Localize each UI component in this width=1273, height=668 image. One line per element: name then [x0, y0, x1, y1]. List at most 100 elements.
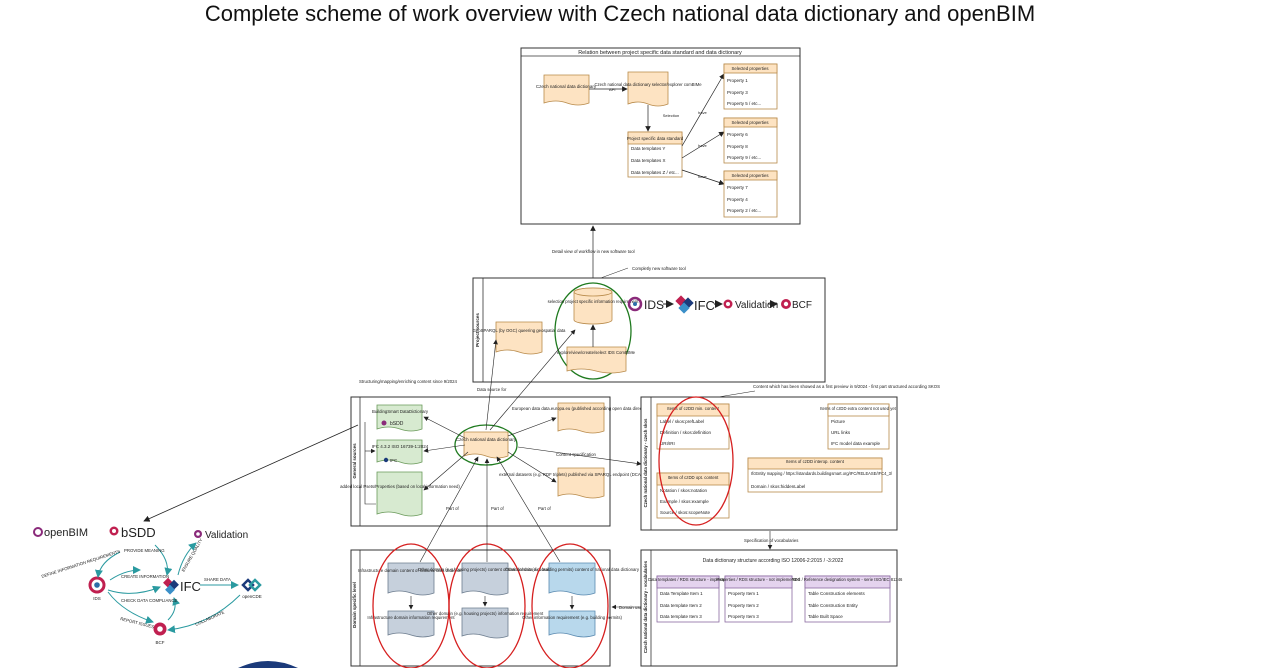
geosparql-label: GeoSPARQL (by OGC) queering geospatial d… — [473, 328, 567, 333]
prop-item: Property 7 — [727, 185, 748, 190]
selection-req-label: selection project specific information r… — [548, 299, 640, 304]
opt-item: Source / skos:scopeNote — [660, 510, 711, 515]
note-part-of: Part of — [491, 506, 504, 511]
validation-logo-icon — [723, 299, 733, 309]
validation-small-icon — [194, 530, 202, 538]
api-label: API — [609, 87, 615, 92]
pds-item: Data templates Z / etc... — [631, 170, 679, 175]
vocab-item: Data Template Item 1 — [660, 591, 703, 596]
min-item: Label / skos:prefLabel — [660, 419, 704, 424]
general-sources-label: General sources — [352, 443, 357, 479]
bsdd-icon — [381, 420, 387, 426]
ids-logo-icon — [627, 296, 643, 312]
vocab-item: Property Item 3 — [728, 614, 759, 619]
min-content-header: Items of czDD min. content — [667, 406, 719, 411]
note-spec-vocab: Specification of vocabularies — [744, 538, 798, 543]
prop-group-3: Selected properties Property 7 Property … — [723, 170, 778, 218]
bsdd-logo-icon — [109, 526, 119, 536]
permit-content-label: Other domain (e.g. building permits) con… — [505, 567, 640, 572]
share-label: SHARE DATA — [204, 577, 231, 582]
note-part-of: Part of — [446, 506, 459, 511]
ifc-node-icon — [163, 577, 179, 595]
note-content-spec: Content specification — [556, 452, 596, 457]
prop-item: Property 1 — [727, 78, 748, 83]
define-label: DEFINE INFORMATION REQUIREMENTS — [41, 549, 121, 579]
provide-label: PROVIDE MEANING — [124, 548, 165, 553]
vocab-column: RDS / Reference designation system - ser… — [792, 575, 903, 623]
openbim-logo: openBIM — [44, 527, 88, 539]
prop-group-1: Selected properties Property 1 Property … — [723, 63, 778, 110]
opt-item: Notation / skos:notation — [660, 488, 708, 493]
check-label: CHECK DATA COMPLIANCE — [121, 598, 178, 603]
domain-specific-panel: Domain specific level Infrastructure dom… — [350, 543, 640, 668]
prop-item: Property 2 / etc... — [727, 208, 761, 213]
infra-req-label: Infrastructure domain information requir… — [367, 615, 455, 620]
interop-item: IfcEntity mapping / https://standards.bu… — [751, 471, 893, 476]
note-structuring: Structuring/mapping/enriching content si… — [359, 379, 458, 384]
vocabularies-panel: Czech national data dictionary - vocabul… — [640, 549, 903, 667]
prop-group-header: Selected properties — [731, 66, 768, 71]
selection-label: Selection — [663, 113, 679, 118]
vocab-item: Property Item 2 — [728, 603, 759, 608]
infra-content-label: Infrastructure domain content of nationa… — [358, 568, 465, 573]
vocab-item: Data template Item 2 — [660, 603, 702, 608]
partial-logo-icon — [238, 661, 298, 668]
chain-bcf: BCF — [792, 300, 812, 311]
openbim-logo-icon — [33, 527, 43, 537]
top-panel-header: Relation between project specific data s… — [578, 50, 742, 56]
vocab-column-header: Data templates / RDS structure - implent… — [648, 577, 728, 582]
extra-item: URL links — [831, 430, 851, 435]
prop-group-2: Selected properties Property 6 Property … — [723, 117, 778, 164]
vocab-item: Table Built Space — [808, 614, 843, 619]
chain-ids: IDS — [644, 298, 664, 312]
bcf-node-label: BCF — [156, 640, 165, 645]
opt-item: Example / skos:example — [660, 499, 709, 504]
have-label: have — [698, 143, 707, 148]
note-data-source-for: Data source for — [477, 387, 507, 392]
domain-specific-label: Domain specific level — [352, 582, 357, 628]
chain-validation: Validation — [735, 300, 778, 311]
ifc-logo-icon — [675, 295, 694, 314]
extra-item: Picture — [831, 419, 846, 424]
prop-group-header: Selected properties — [731, 120, 768, 125]
ifc-node-label: IFC — [180, 579, 201, 594]
prop-item: Property 5 / etc... — [727, 101, 761, 106]
european-data-label: European data data.europa.eu (published … — [512, 406, 651, 411]
housing-req-label: Other domain (e.g. housing projects) inf… — [427, 611, 544, 616]
selector-doc-label: Czech national data dictionary selector/… — [594, 82, 702, 87]
note-part-of: Part of — [538, 506, 551, 511]
bsdd-label: BuildingSmart DataDictionary — [372, 409, 429, 414]
project-sources-panel: Project sources GeoSPARQL (by OGC) queer… — [472, 277, 826, 383]
openbim-graphic: openBIM bSDD Validation IDS IFC BCF — [33, 525, 262, 645]
create-label: CREATE INFORMATION — [121, 574, 169, 579]
ifc-small-logo: IFC — [390, 458, 398, 463]
chain-ifc: IFC — [694, 298, 715, 313]
project-sources-label: Project sources — [475, 313, 480, 347]
bcf-node-icon — [153, 622, 167, 636]
vocab-column-header: RDS / Reference designation system - ser… — [792, 577, 903, 582]
vocab-item: Property Item 1 — [728, 591, 759, 596]
have-label: have — [698, 174, 707, 179]
vocab-column-header: Properties / RDS structure - not impleme… — [716, 577, 800, 582]
explore-ids-label: explore/view/create/select IDS ComBIMe — [557, 350, 636, 355]
pds-item: Data templates Y — [631, 146, 665, 151]
openbim-validation-logo: Validation — [205, 530, 248, 541]
ids-node-icon — [88, 576, 106, 594]
dict-doc-label: Czech national data dictionary — [536, 84, 597, 89]
opt-content-header: Items of czDD opt. content — [668, 475, 719, 480]
prop-item: Property 3 — [727, 90, 748, 95]
vocabularies-label: Czech national data dictionary - vocabul… — [643, 560, 648, 653]
permit-req-label: Other information requirement (e.g. buil… — [522, 615, 622, 620]
min-item: URI/IRI — [660, 441, 675, 446]
vocab-item: Table Construction elements — [808, 591, 866, 596]
czech-dict-label: Czech national data dictionary — [456, 437, 517, 442]
bsdd-logo: bSDD — [390, 421, 404, 427]
opencde-node-label: openCDE — [242, 594, 262, 599]
bcf-logo-icon — [781, 299, 791, 309]
openbim-bsdd-logo: bSDD — [121, 525, 156, 540]
vocabularies-header: Data dictionary structure according ISO … — [703, 558, 844, 564]
prop-item: Property 8 — [727, 144, 748, 149]
prop-item: Property 4 — [727, 197, 748, 202]
ifc-standard-label: IFC 4.3.2 ISO 16739-1:2024 — [372, 444, 429, 449]
